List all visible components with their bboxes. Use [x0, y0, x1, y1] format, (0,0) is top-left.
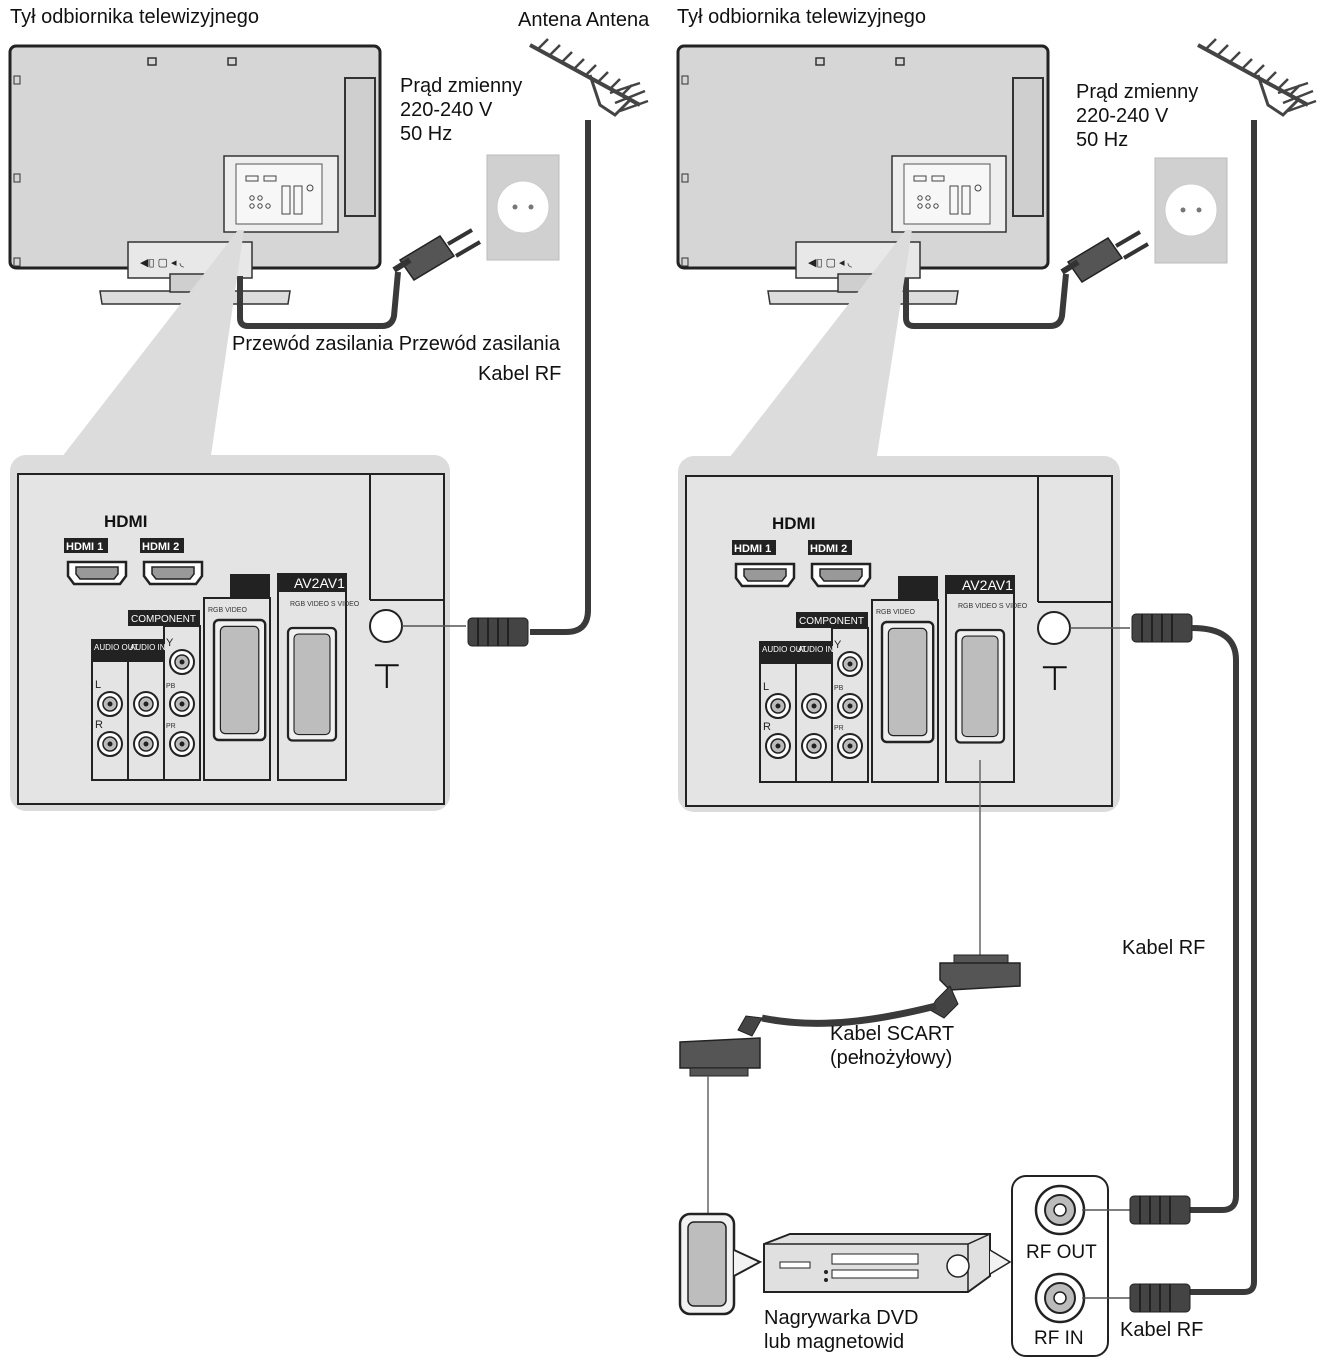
rf-cable-tv-to-recorder [1190, 625, 1239, 1213]
component-pr-jack-right [837, 733, 863, 759]
antenna-input-right [1037, 611, 1071, 645]
connector-panel-right: HDMI HDMI 1 HDMI 2 COMPONENT AUDIO OUT A… [678, 456, 1130, 812]
port-r-label-right: R [763, 721, 771, 733]
av1-label-right: AV2AV1 [962, 577, 1013, 593]
component-pb-jack-right [837, 693, 863, 719]
port-r-label-left: R [95, 719, 103, 731]
power-plug-right-icon [1062, 232, 1148, 282]
tv-back-right [676, 44, 1050, 306]
port-pb-label-right: PB [834, 685, 844, 692]
av2-scart-socket-left [212, 618, 267, 742]
component-y-jack-left [169, 649, 195, 675]
connector-panel-left: HDMI HDMI 1 HDMI 2 COMPONENT AUDIO OUT A… [10, 455, 466, 811]
audio-out-label-left: AUDIO OUT [94, 643, 139, 652]
scart-cable [761, 1002, 937, 1027]
ac-power-left-label: Prąd zmienny 220-240 V 50 Hz [400, 75, 523, 145]
audio-in-r-jack-left [133, 731, 159, 757]
antenna-symbol-right-icon: ⊤ [1040, 660, 1070, 698]
power-cord-label: Przewód zasilania Przewód zasilania [232, 333, 560, 355]
audio-out-r-jack-right [765, 733, 791, 759]
audio-in-label-left: AUDIO IN [130, 643, 166, 652]
hdmi1-port-left [66, 560, 128, 586]
tv-back-right-label: Tył odbiornika telewizyjnego [677, 6, 927, 28]
hdmi1-port-right [734, 562, 796, 588]
zoom-wedge-left [58, 230, 244, 462]
av1-rgb-video-svideo-label-left: RGB VIDEO S VIDEO [290, 601, 360, 608]
scart-plug-tv-end-icon [929, 954, 1021, 1019]
rf-cable-bottom-label: Kabel RF [1120, 1319, 1204, 1341]
component-pb-jack-left [169, 691, 195, 717]
component-label-right: COMPONENT [799, 616, 864, 627]
tv-back-left [8, 44, 382, 306]
antenna-label: Antena Antena [518, 9, 650, 31]
port-pr-label-right: PR [834, 725, 844, 732]
component-pr-jack-left [169, 731, 195, 757]
scart-cable-label: Kabel SCART (pełnożyłowy) [830, 1023, 955, 1069]
rf-plug-in-icon [1129, 1283, 1191, 1313]
hdmi-logo-right: HDMI [772, 514, 815, 533]
power-cord-left [237, 271, 401, 329]
av2-rgb-video-label-left: RGB VIDEO [208, 607, 247, 614]
port-y-label-left: Y [166, 637, 174, 649]
audio-in-l-jack-right [801, 693, 827, 719]
rf-plug-out-icon [1129, 1195, 1191, 1225]
av1-scart-socket-left [286, 626, 338, 742]
hdmi2-label-left: HDMI 2 [142, 541, 179, 553]
hdmi2-label-right: HDMI 2 [810, 543, 847, 555]
audio-out-r-jack-left [97, 731, 123, 757]
rf-in-label: RF IN [1034, 1328, 1084, 1349]
recorder-scart-socket [678, 1212, 763, 1316]
hdmi2-port-left [142, 560, 204, 586]
ac-power-right-label: Prąd zmienny 220-240 V 50 Hz [1076, 81, 1199, 151]
recorder-rf-ports-callout: RF OUT RF IN [1011, 1175, 1130, 1357]
zoom-wedge-right [726, 230, 912, 462]
wall-outlet-right-icon [1154, 157, 1228, 264]
dvd-recorder-icon [763, 1233, 1012, 1293]
rf-out-label: RF OUT [1026, 1242, 1097, 1263]
av1-rgb-video-svideo-label-right: RGB VIDEO S VIDEO [958, 603, 1028, 610]
rf-cable-left [530, 120, 591, 635]
rf-plug-right-icon [1131, 613, 1193, 643]
component-y-jack-right [837, 651, 863, 677]
audio-out-l-jack-right [765, 693, 791, 719]
tv-back-left-label: Tył odbiornika telewizyjnego [10, 6, 260, 28]
wall-outlet-left-icon [486, 154, 560, 261]
component-label-left: COMPONENT [131, 614, 196, 625]
power-plug-left-icon [394, 230, 480, 280]
rf-cable-mid-label: Kabel RF [1122, 937, 1206, 959]
recorder-label: Nagrywarka DVD lub magnetowid [764, 1307, 919, 1353]
hdmi2-port-right [810, 562, 872, 588]
port-pb-label-left: PB [166, 683, 176, 690]
hdmi1-label-left: HDMI 1 [66, 541, 103, 553]
av2-scart-socket-right [880, 620, 935, 744]
port-l-label-left: L [95, 679, 101, 691]
scart-plug-recorder-end-icon [679, 1015, 763, 1077]
av2-rgb-video-label-right: RGB VIDEO [876, 609, 915, 616]
port-pr-label-left: PR [166, 723, 176, 730]
hdmi-logo-left: HDMI [104, 512, 147, 531]
hdmi1-label-right: HDMI 1 [734, 543, 771, 555]
port-l-label-right: L [763, 681, 769, 693]
av1-scart-socket-right [954, 628, 1006, 744]
rf-cable-top-label: Kabel RF [478, 363, 562, 385]
antenna-symbol-left-icon: ⊤ [372, 658, 402, 696]
av1-label-left: AV2AV1 [294, 575, 345, 591]
audio-in-l-jack-left [133, 691, 159, 717]
antenna-input-left [369, 609, 403, 643]
power-cord-right [903, 273, 1069, 329]
port-y-label-right: Y [834, 639, 842, 651]
audio-in-label-right: AUDIO IN [798, 645, 834, 654]
rf-cable-antenna-to-recorder [1190, 120, 1257, 1295]
audio-out-l-jack-left [97, 691, 123, 717]
audio-in-r-jack-right [801, 733, 827, 759]
audio-out-label-right: AUDIO OUT [762, 645, 807, 654]
antenna-left-icon [528, 37, 650, 117]
antenna-right-icon [1196, 37, 1318, 117]
rf-plug-left-icon [467, 617, 529, 647]
